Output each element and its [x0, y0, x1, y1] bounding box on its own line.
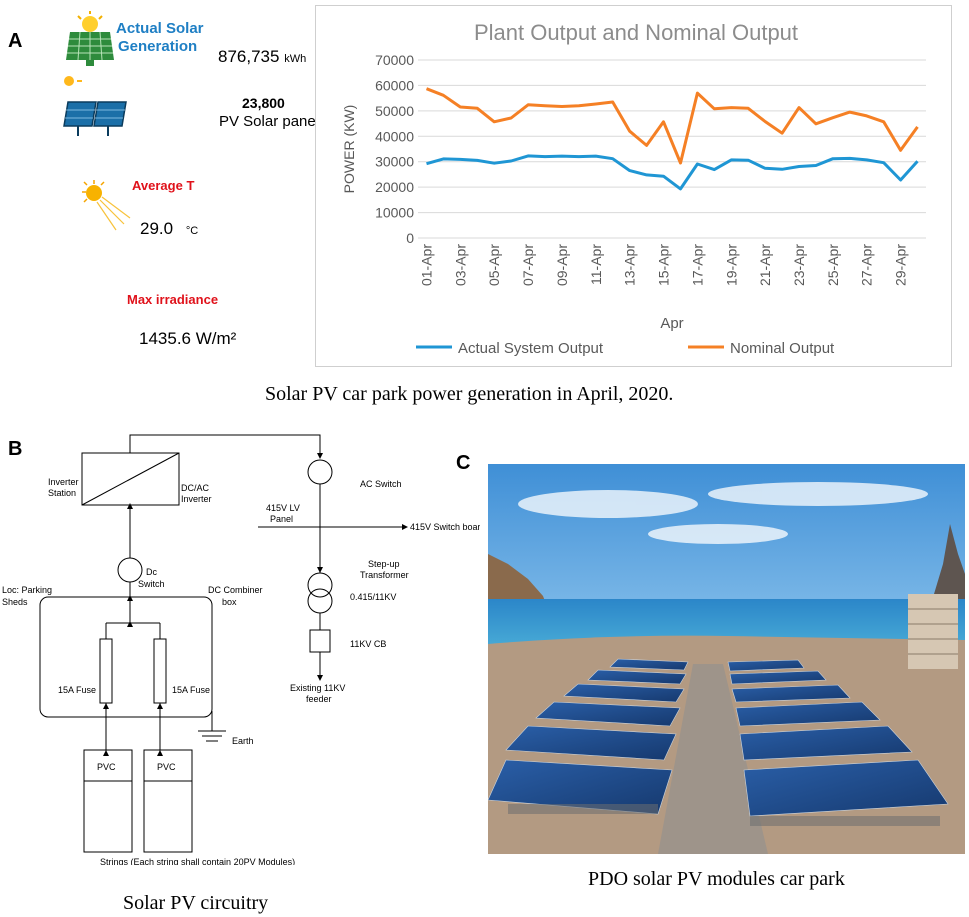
loc-label-1: Loc: Parking [2, 585, 52, 595]
legend-label: Actual System Output [458, 340, 604, 357]
feeder-label-2: feeder [306, 694, 332, 704]
y-tick-label: 60000 [375, 77, 414, 93]
panel-label-a: A [8, 30, 23, 52]
panel-label-c: C [456, 452, 471, 474]
generation-value: 876,735 [218, 47, 280, 66]
x-tick-label: 11-Apr [588, 244, 604, 285]
legend-label: Nominal Output [730, 340, 835, 357]
fuse-right-label: 15A Fuse [172, 685, 210, 695]
dcac-inverter-label-2: Inverter [181, 494, 212, 504]
y-tick-label: 0 [406, 230, 414, 246]
pvc-right-label: PVC [157, 762, 176, 772]
fuse-left-symbol [99, 638, 113, 704]
x-tick-label: 03-Apr [452, 244, 468, 286]
x-tick-label: 23-Apr [791, 244, 807, 286]
sun-icon [82, 180, 131, 231]
pv-panels-icon [63, 76, 127, 136]
generation-unit: kWh [284, 53, 307, 65]
dc-combiner-label-2: box [222, 597, 237, 607]
generation-value-row: 876,735 kWh [218, 47, 306, 67]
circuit-diagram: Inverter Station DC/AC Inverter Dc Switc… [2, 434, 480, 865]
x-tick-label: 09-Apr [554, 244, 570, 286]
y-tick-label: 50000 [375, 103, 414, 119]
panels-label: PV Solar panel [219, 113, 320, 130]
feeder-label-1: Existing 11KV [290, 683, 345, 693]
x-tick-label: 13-Apr [622, 244, 638, 286]
caption-a: Solar PV car park power generation in Ap… [265, 383, 674, 405]
panels-count: 23,800 [242, 95, 285, 111]
y-tick-label: 10000 [375, 205, 414, 221]
x-tick-label: 15-Apr [656, 244, 672, 286]
pvc-right-box [143, 749, 193, 853]
road [658, 664, 768, 854]
solar-panel-sun-icon [66, 11, 114, 66]
strings-note: Strings (Each string shall contain 20PV … [100, 857, 295, 865]
dc-switch-label-1: Dc [146, 567, 157, 577]
max-irradiance-value: 1435.6 W/m² [139, 329, 237, 348]
lv-panel-label-1: 415V LV [266, 503, 300, 513]
x-tick-label: 25-Apr [825, 244, 841, 286]
circuit-breaker-symbol [309, 629, 331, 653]
y-tick-label: 40000 [375, 128, 414, 144]
right-mountain [928, 524, 965, 614]
series-line-actual [426, 154, 919, 191]
solar-title-line2: Generation [118, 38, 198, 55]
chart-title: Plant Output and Nominal Output [474, 20, 798, 45]
loc-label-2: Sheds [2, 597, 28, 607]
x-tick-label: 27-Apr [859, 244, 875, 286]
ac-switch-symbol [307, 459, 333, 485]
fuse-left-label: 15A Fuse [58, 685, 96, 695]
lv-panel-label-2: Panel [270, 514, 293, 524]
building [908, 594, 958, 669]
panel-label-b: B [8, 438, 23, 460]
series-line-nominal [425, 87, 919, 165]
cb-label: 11KV CB [350, 639, 386, 649]
x-tick-label: 07-Apr [520, 244, 536, 286]
earth-label: Earth [232, 736, 254, 746]
x-tick-label: 29-Apr [893, 244, 909, 286]
pvc-left-box [83, 749, 133, 853]
caption-c: PDO solar PV modules car park [588, 868, 845, 890]
y-tick-label: 70000 [375, 52, 414, 68]
line-chart: Plant Output and Nominal Output 0 10000 200… [341, 20, 926, 357]
y-tick-label: 20000 [375, 179, 414, 195]
max-irradiance-label: Max irradiance [127, 292, 219, 307]
transformer-ratio-label: 0.415/11KV [350, 592, 396, 602]
transformer-coil-bottom [307, 588, 333, 614]
x-tick-label: 05-Apr [486, 244, 502, 286]
caption-b: Solar PV circuitry [123, 892, 269, 914]
solar-title-line1: Actual Solar [116, 20, 204, 37]
chart-frame: Plant Output and Nominal Output 0 10000 200… [315, 5, 952, 367]
ac-switch-label: AC Switch [360, 479, 402, 489]
stepup-label-2: Transformer [360, 570, 409, 580]
avg-temp-row: 29.0 °C [140, 219, 198, 239]
combiner-box [39, 596, 213, 718]
dcac-inverter-label-1: DC/AC [181, 483, 210, 493]
avg-temp-unit: °C [185, 225, 199, 237]
x-tick-label: 21-Apr [757, 244, 773, 286]
x-tick-label: 01-Apr [418, 244, 434, 286]
inverter-station-label-1: Inverter [48, 477, 79, 487]
dc-combiner-label-1: DC Combiner [208, 585, 263, 595]
y-axis-label: POWER (KW) [341, 105, 357, 194]
x-axis-label: Apr [660, 315, 683, 332]
stepup-label-1: Step-up [368, 559, 400, 569]
transformer-coil-top [307, 572, 333, 598]
dc-switch-label-2: Switch [138, 579, 165, 589]
y-tick-label: 30000 [375, 154, 414, 170]
fuse-right-symbol [153, 638, 167, 704]
car-park-photo [488, 464, 965, 854]
avg-temp-value: 29.0 [140, 219, 174, 238]
inverter-station-label-2: Station [48, 488, 76, 498]
avg-temp-label: Average T [132, 178, 195, 193]
x-tick-label: 17-Apr [689, 244, 705, 286]
switch-board-label: 415V Switch board [410, 522, 480, 532]
x-tick-label: 19-Apr [723, 244, 739, 286]
pvc-left-label: PVC [97, 762, 116, 772]
